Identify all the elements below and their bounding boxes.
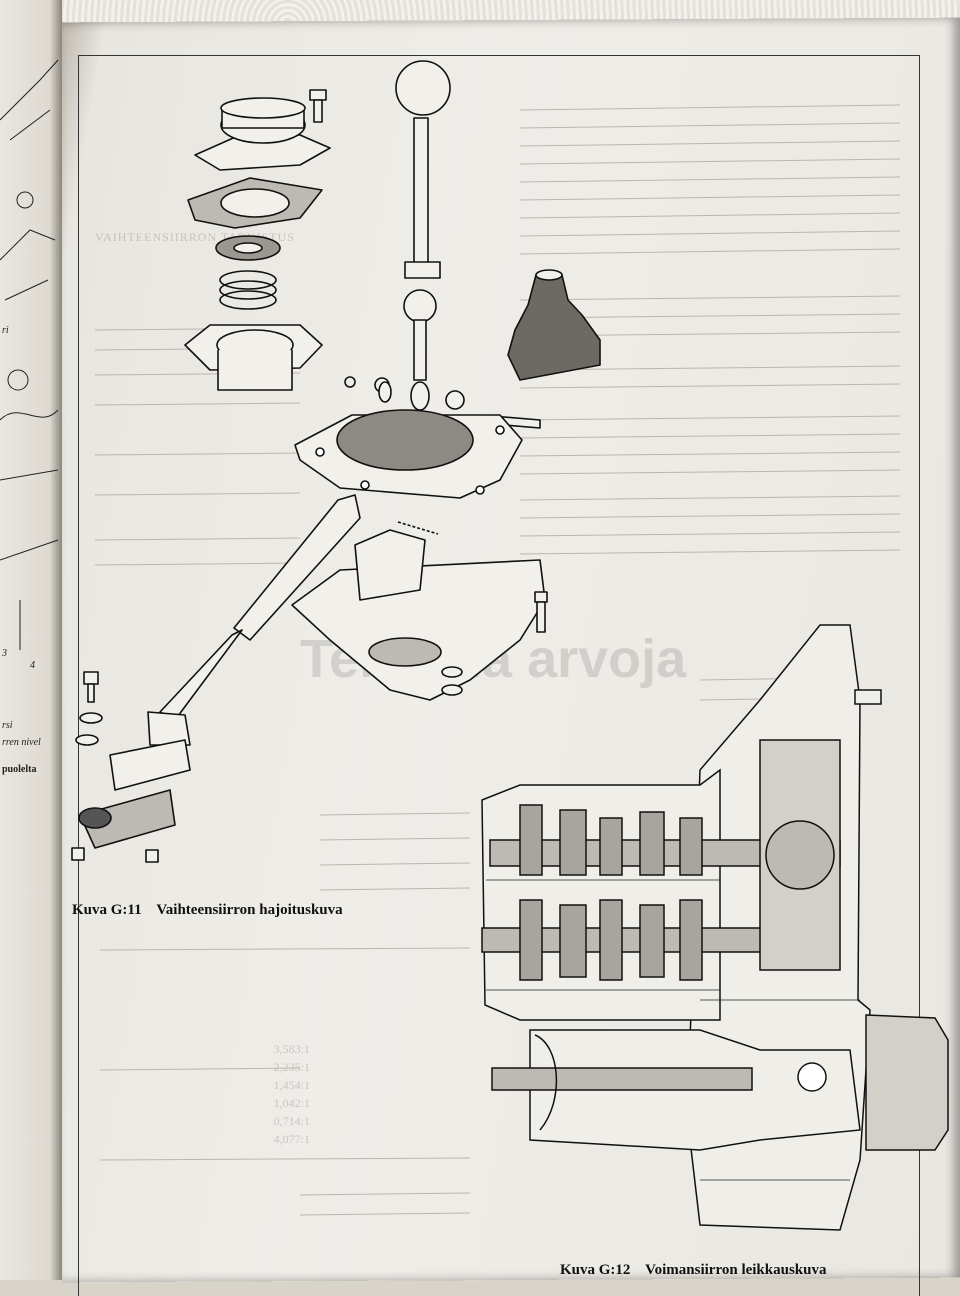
figure-title: Voimansiirron leikkauskuva — [645, 1262, 827, 1278]
figure-caption: Kuva G:12 Voimansiirron leikkauskuva — [560, 1262, 826, 1279]
bleed-ratio: 2,235:1 — [273, 1060, 310, 1074]
bleed-ratio: 4,077:1 — [273, 1132, 310, 1146]
bleed-ratio: 3,583:1 — [273, 1042, 310, 1056]
left-page-drawing — [0, 59, 59, 650]
left-page-label: puolelta — [2, 764, 37, 775]
figure-caption: Kuva G:11 Vaihteensiirron hajoituskuva — [72, 902, 343, 919]
support-bracket — [291, 559, 546, 701]
figure-title: Vaihteensiirron hajoituskuva — [156, 902, 343, 918]
shift-knob — [395, 60, 451, 116]
left-page-label: 4 — [30, 660, 35, 671]
gear-set — [519, 804, 703, 981]
left-page-label: rren nivel — [2, 737, 41, 748]
linkage-plate — [109, 739, 191, 791]
gearbox-case — [481, 768, 721, 1021]
linkage-plate — [79, 789, 176, 849]
figure-label: Kuva G:12 — [560, 1262, 631, 1278]
rubber-boot — [507, 274, 601, 381]
left-page-label: 3 — [2, 648, 7, 659]
bleed-ratio: 1,042:1 — [273, 1096, 310, 1110]
shift-rod-upper — [233, 494, 361, 641]
left-page-label: ri — [2, 325, 9, 336]
bleed-ratio: 1,454:1 — [273, 1078, 310, 1092]
bleed-ratio: 0,714:1 — [273, 1114, 310, 1128]
bleed-ratio-list: 3,583:1 2,235:1 1,454:1 1,042:1 0,714:1 … — [230, 1040, 310, 1148]
page-border — [78, 55, 920, 1296]
cv-joint-right — [865, 1014, 949, 1151]
left-page-label: rsi — [2, 720, 13, 731]
figure-label: Kuva G:11 — [72, 902, 142, 918]
left-page-edge: ri 3 4 rsi rren nivel puolelta — [0, 0, 62, 1280]
drive-shaft-left — [491, 1067, 753, 1091]
spring — [219, 270, 277, 310]
